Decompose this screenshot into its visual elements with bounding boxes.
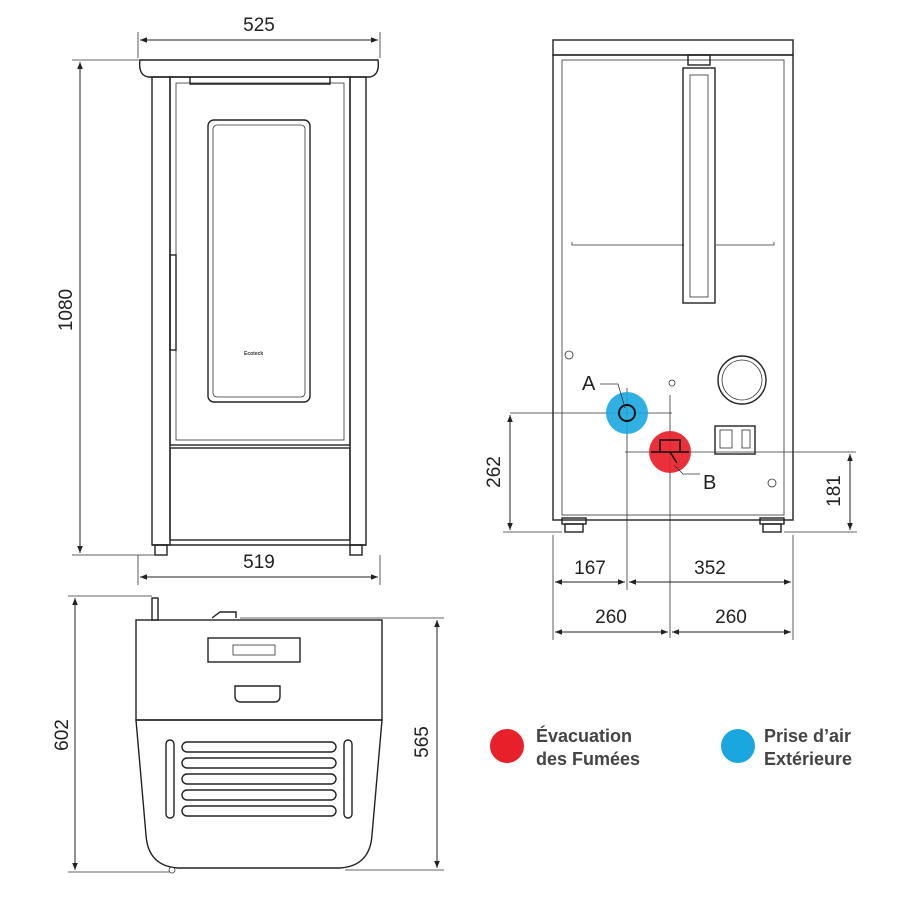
- rear-view: A B 262 181 167 352 260 260: [484, 39, 857, 640]
- power-socket: [714, 425, 756, 455]
- door-glass: [207, 119, 311, 403]
- dim-offset-b: 352: [694, 558, 726, 579]
- dim-height-a: 262: [484, 456, 505, 488]
- marker-b: B: [703, 472, 716, 494]
- marker-a: A: [582, 373, 596, 395]
- foot-left: [154, 544, 168, 556]
- legend-air-swatch: [721, 729, 755, 763]
- legend-smoke-line2: des Fumées: [536, 749, 640, 769]
- legend-smoke-swatch: [490, 729, 524, 763]
- foot-right: [349, 544, 363, 556]
- legend-smoke-line1: Évacuation: [536, 725, 632, 746]
- dim-offset-a: 167: [574, 558, 606, 579]
- legend-air-line2: Extérieure: [764, 749, 852, 769]
- left-column: [151, 76, 171, 546]
- control-panel: [207, 637, 301, 663]
- air-outlet: [717, 355, 767, 405]
- dim-width-top: 525: [243, 15, 275, 36]
- dim-height: 1080: [56, 289, 77, 331]
- rear-top: [552, 39, 794, 56]
- top-grill-cover: [135, 719, 383, 869]
- dim-half-right: 260: [715, 607, 747, 628]
- legend: Évacuation des Fumées Prise d’air Extéri…: [490, 725, 852, 769]
- rear-body: [552, 54, 794, 521]
- right-column: [349, 76, 367, 546]
- dim-height-b: 181: [824, 475, 845, 507]
- top-handle: [234, 685, 281, 703]
- legend-air-line1: Prise d’air: [764, 726, 851, 746]
- top-cap: [138, 59, 380, 78]
- control-display: [232, 644, 276, 656]
- top-exhaust-stub: [151, 597, 159, 621]
- grill-slats: [165, 739, 353, 819]
- dim-half-left: 260: [595, 607, 627, 628]
- dim-width-bottom: 519: [243, 552, 275, 573]
- air-intake-a: [606, 392, 648, 434]
- top-view: 602 565: [52, 595, 444, 874]
- lower-panel: [169, 447, 351, 541]
- flue-channel: [682, 67, 716, 304]
- front-view: 525 Ecoteck 1080 519: [56, 15, 381, 585]
- door-handle: [169, 254, 177, 351]
- top-body: [135, 619, 383, 721]
- brand-logo: Ecoteck: [244, 351, 263, 357]
- door: [169, 76, 351, 446]
- dim-depth-body: 565: [412, 726, 433, 758]
- dim-depth-total: 602: [52, 719, 73, 751]
